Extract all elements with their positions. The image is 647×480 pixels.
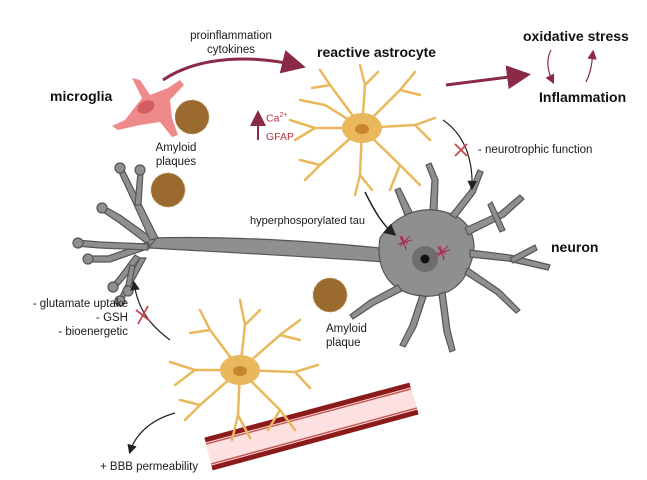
inhibit-x-icon-neurotrophic [454,143,468,157]
gsh-label: - GSH [96,312,128,324]
astrocyte-to-stress-arrow [445,65,531,90]
calcium-superscript: 2+ [279,112,288,119]
bioenergetic-label: - bioenergetic [58,326,128,338]
astrocyte-deficits-label: - glutamate uptake - GSH - bioenergetic [10,297,128,339]
hyper-tau-label: hyperphosporylated tau [250,215,365,227]
inflammation-label: Inflammation [539,89,627,105]
cytokines-label-line2: cytokines [207,44,255,56]
glutamate-label: - glutamate uptake [32,298,128,310]
microglia-cell [112,78,184,137]
inflammation-to-stress-arrow [585,49,597,83]
bbb-arrow [127,412,176,455]
reactive-astrocyte-nucleus [355,124,369,134]
amyloid-plaques-label-line2: plaques [155,156,197,168]
blood-vessel [204,382,419,471]
neuron-label: neuron [551,239,599,255]
amyloid-plaque-label-line1: Amyloid [326,323,367,335]
cytokines-label: proinflammation cytokines [181,29,281,57]
neurotrophic-label: - neurotrophic function [478,144,593,156]
stress-to-inflammation-arrow [545,49,555,85]
calcium-label: Ca2+ [266,109,287,126]
gfap-label: GFAP [266,131,295,143]
cytokine-arrow [162,50,306,82]
amyloid-plaque-label-line2: plaque [326,337,361,349]
neuron-cell [72,162,551,353]
neuron-nucleus [412,246,438,272]
calcium-text: Ca [266,112,280,125]
tau-arrow [364,191,397,236]
reactive-astrocyte-label: reactive astrocyte [317,44,437,60]
inhibit-x-icon-glutamate [135,305,151,325]
tau-tangle-1 [397,235,451,261]
astrocyte-bottom-nucleus [233,366,247,376]
amyloid-plaques-label-line1: Amyloid [155,142,197,154]
amyloid-plaques-label: Amyloid plaques [146,141,206,169]
cytokines-label-line1: proinflammation [190,30,272,42]
glutamate-arrow [130,280,171,341]
neurotrophic-arrow [442,119,478,191]
amyloid-plaque-label: Amyloid plaque [326,322,367,350]
amyloid-plaque-middle [150,172,186,208]
microglia-label: microglia [50,88,113,104]
bbb-permeability-label: + BBB permeability [100,461,199,473]
astrocyte-bottom-cell [168,298,320,442]
amyloid-plaque-top [174,99,210,135]
oxidative-stress-label: oxidative stress [523,28,629,44]
amyloid-plaque-bottom [312,277,348,313]
